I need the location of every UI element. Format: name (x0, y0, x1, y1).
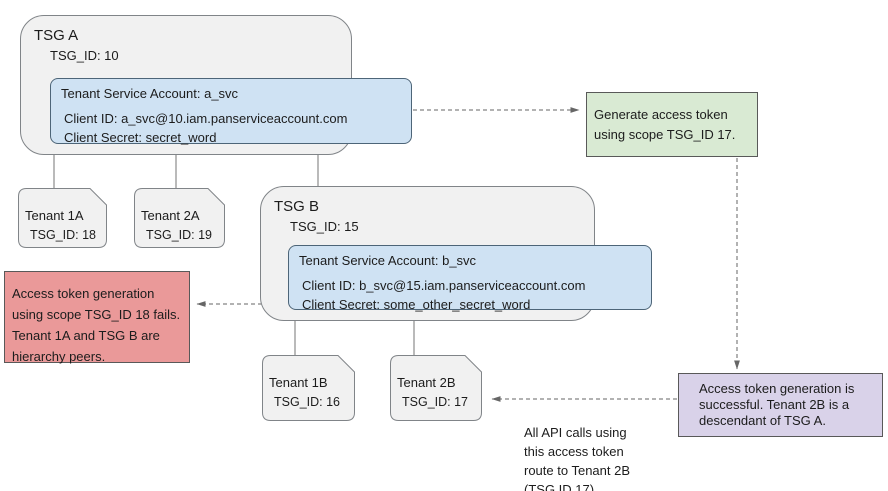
tsg-b-service-account-box: Tenant Service Account: b_svc Client ID:… (288, 245, 652, 312)
tenant-1a-name: Tenant 1A (25, 208, 84, 223)
note-token-success: Access token generation is successful. T… (678, 373, 883, 437)
tenant-2b-id: TSG_ID: 17 (402, 395, 468, 409)
tenant-2b-name: Tenant 2B (397, 375, 456, 390)
tsg-b-title: TSG B (274, 198, 320, 215)
service-account-a-title: Tenant Service Account: a_svc (61, 86, 239, 101)
tenant-2a-name: Tenant 2A (141, 208, 200, 223)
service-account-b-client-id: Client ID: b_svc@15.iam.panserviceaccoun… (302, 278, 586, 293)
tenant-2a-id: TSG_ID: 19 (146, 228, 212, 242)
tenant-1b-id: TSG_ID: 16 (274, 395, 340, 409)
service-account-b-title: Tenant Service Account: b_svc (299, 253, 477, 268)
api-route-caption: All API calls using this access token ro… (524, 425, 631, 491)
tenant-1b-card: Tenant 1B TSG_ID: 16 (262, 355, 355, 421)
note-token-fail-text: Access token generation using scope TSG_… (12, 286, 181, 364)
service-account-a-client-secret: Client Secret: secret_word (64, 130, 217, 145)
tenant-1a-id: TSG_ID: 18 (30, 228, 96, 242)
tsg-a-title: TSG A (34, 27, 79, 44)
tenant-card-shape (262, 355, 355, 421)
tenant-2a-card: Tenant 2A TSG_ID: 19 (134, 188, 225, 248)
note-generate-token-text: Generate access token using scope TSG_ID… (594, 106, 736, 142)
tenant-1b-name: Tenant 1B (269, 375, 328, 390)
service-account-b-client-secret: Client Secret: some_other_secret_word (302, 297, 531, 312)
note-token-fail: Access token generation using scope TSG_… (4, 271, 190, 364)
tenant-card-shape (134, 188, 225, 248)
tenant-card-shape (18, 188, 107, 248)
tenant-card-shape (390, 355, 482, 421)
tsg-a-id: TSG_ID: 10 (50, 48, 119, 63)
tsg-a-service-account-box: Tenant Service Account: a_svc Client ID:… (50, 78, 412, 145)
note-generate-token: Generate access token using scope TSG_ID… (586, 92, 758, 157)
service-account-a-client-id: Client ID: a_svc@10.iam.panserviceaccoun… (64, 111, 348, 126)
tsg-b-id: TSG_ID: 15 (290, 219, 359, 234)
tenant-2b-card: Tenant 2B TSG_ID: 17 (390, 355, 482, 421)
tenant-1a-card: Tenant 1A TSG_ID: 18 (18, 188, 107, 248)
note-token-success-text: Access token generation is successful. T… (699, 381, 855, 428)
